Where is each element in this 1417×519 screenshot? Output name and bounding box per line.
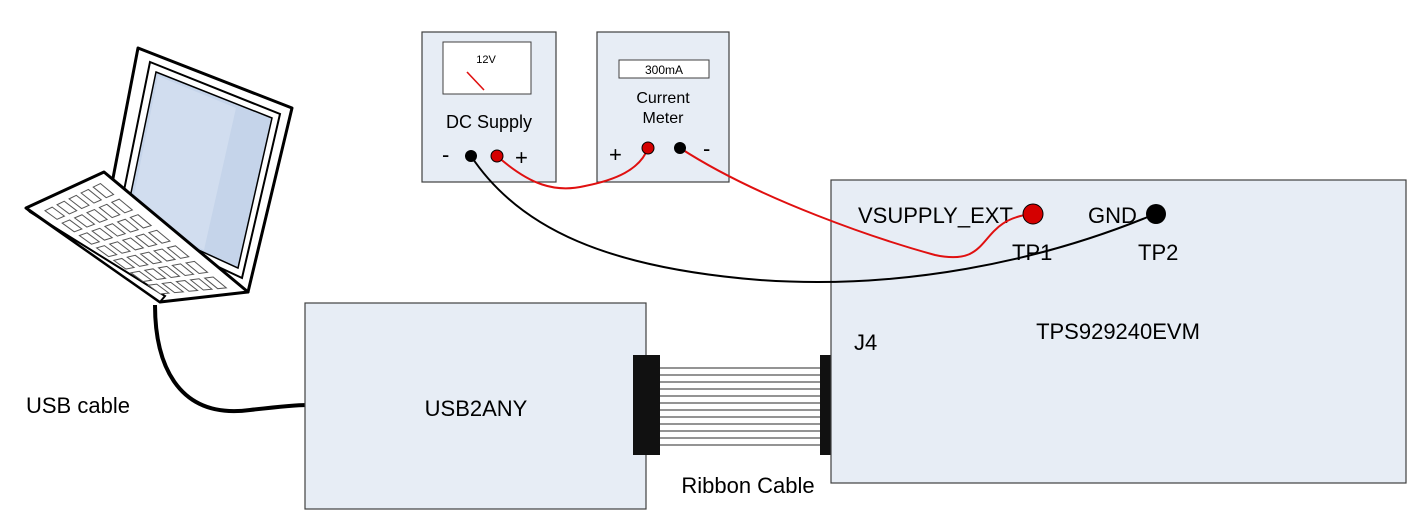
- usb2any-box: [304, 302, 647, 510]
- dc-supply-positive-terminal: [490, 149, 504, 163]
- ribbon-cable: [633, 355, 847, 455]
- laptop-key: [171, 263, 195, 277]
- vsupply-ext-label: VSUPPLY_EXT: [858, 203, 1013, 228]
- laptop-key: [110, 198, 134, 214]
- current-meter-plus: +: [609, 142, 622, 167]
- laptop-key: [129, 214, 153, 229]
- tp1-terminal: [1022, 203, 1044, 225]
- laptop-key: [146, 283, 171, 295]
- laptop-key: [73, 214, 96, 228]
- current-meter-title-line2: Meter: [643, 110, 685, 127]
- tp2-terminal: [1146, 204, 1166, 224]
- red-wire-supply-to-meter: [496, 147, 649, 190]
- laptop-key: [143, 268, 167, 281]
- usb-cable-wire: [153, 304, 308, 414]
- laptop-key: [147, 229, 172, 244]
- dc-supply-negative-terminal: [465, 150, 477, 162]
- laptop-key: [68, 194, 90, 210]
- laptop-key: [78, 232, 101, 245]
- dc-supply-dial: [442, 41, 532, 95]
- tp1-label: TP1: [1012, 240, 1052, 265]
- laptop-key: [44, 206, 66, 220]
- laptop-key: [152, 248, 177, 262]
- laptop-key: [121, 237, 145, 251]
- black-wire-supply-to-gnd: [470, 155, 1156, 284]
- dc-supply-voltage: 12V: [476, 54, 496, 66]
- evm-title: TPS929240EVM: [1036, 319, 1200, 344]
- current-meter-box: [596, 31, 730, 183]
- laptop-key: [203, 276, 228, 290]
- laptop-icon: [24, 46, 294, 304]
- laptop-key: [166, 245, 190, 259]
- laptop-key: [91, 227, 114, 241]
- laptop-key: [98, 203, 121, 219]
- laptop-key: [175, 280, 199, 292]
- dc-supply-needle: [466, 71, 485, 91]
- laptop-key: [129, 270, 153, 282]
- red-wire-meter-to-vsupply: [679, 147, 1033, 259]
- laptop-key: [126, 254, 149, 267]
- laptop-key: [134, 233, 158, 248]
- usb2any-title: USB2ANY: [425, 396, 528, 421]
- laptop-key: [85, 208, 109, 223]
- laptop-key: [157, 265, 181, 279]
- laptop-key: [189, 278, 214, 291]
- evm-board: [830, 179, 1407, 484]
- laptop-key: [56, 200, 78, 215]
- dc-supply-title: DC Supply: [446, 112, 532, 132]
- laptop-key: [95, 245, 118, 258]
- j4-connector-label: J4: [854, 330, 877, 355]
- current-meter-title-line1: Current: [636, 90, 690, 107]
- laptop-key: [92, 182, 115, 199]
- laptop-key: [112, 257, 136, 270]
- laptop-key: [61, 219, 83, 233]
- current-meter-positive-terminal: [641, 141, 655, 155]
- tp2-label: TP2: [1138, 240, 1178, 265]
- current-meter-negative-terminal: [674, 142, 686, 154]
- laptop-key: [103, 223, 127, 237]
- laptop-key: [139, 251, 163, 265]
- dc-supply-minus: -: [442, 142, 449, 167]
- laptop-key: [108, 241, 132, 254]
- current-meter-minus: -: [703, 136, 710, 161]
- usb-cable-label: USB cable: [26, 393, 130, 418]
- current-meter-display: [618, 59, 710, 79]
- dc-supply-plus: +: [515, 145, 528, 170]
- laptop-key: [161, 281, 185, 294]
- laptop-key: [116, 218, 140, 233]
- laptop-key: [80, 188, 103, 204]
- current-meter-reading: 300mA: [645, 63, 683, 77]
- laptop-key: [184, 260, 209, 275]
- ribbon-cable-label: Ribbon Cable: [681, 473, 814, 498]
